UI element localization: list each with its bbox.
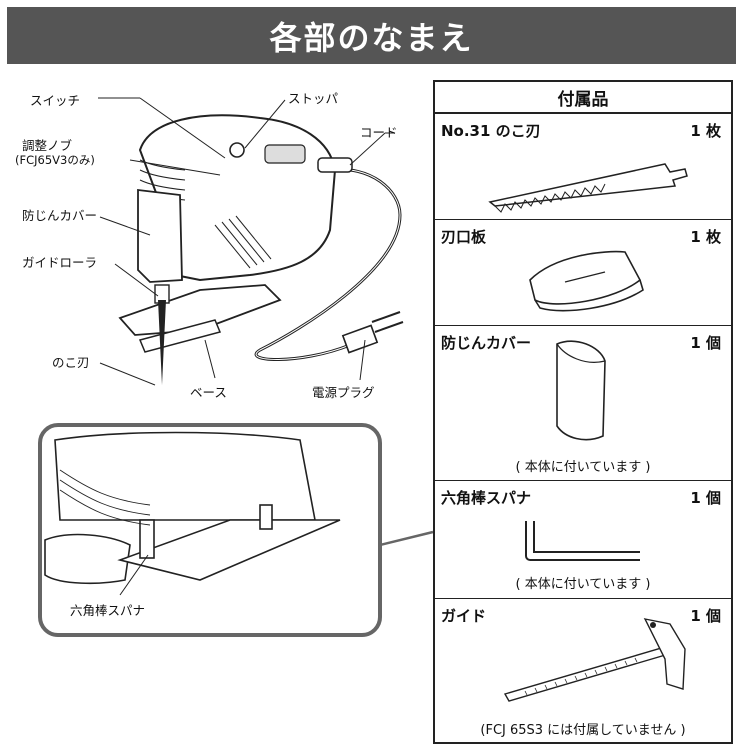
accessory-qty: 1 個	[690, 607, 721, 625]
accessory-row-blade: No.31 のこ刃 1 枚	[435, 114, 731, 220]
accessory-qty: 1 枚	[690, 228, 721, 246]
label-switch: スイッチ	[30, 93, 81, 108]
accessories-panel: 付属品 No.31 のこ刃 1 枚 刃口板 1 枚 防じんカバー 1 個 ( 本…	[433, 80, 733, 744]
page-title: 各部のなまえ	[7, 7, 736, 64]
label-base: ベース	[190, 385, 227, 400]
accessory-note: ( 本体に付いています )	[515, 577, 651, 592]
dust-cover-icon	[556, 340, 606, 441]
accessory-row-guide: ガイド 1 個 (FCJ 65S3 には付属していません )	[435, 599, 731, 744]
accessory-row-hex-wrench: 六角棒スパナ 1 個 ( 本体に付いています )	[435, 481, 731, 599]
accessory-qty: 1 枚	[690, 122, 721, 140]
accessory-name: ガイド	[441, 607, 487, 625]
label-dust-cover: 防じんカバー	[22, 208, 98, 223]
label-adjust-knob: 調整ノブ	[22, 138, 73, 153]
throat-plate-icon	[529, 250, 644, 312]
label-adjust-knob-note: (FCJ65V3のみ)	[15, 153, 95, 167]
accessory-note: (FCJ 65S3 には付属していません )	[480, 723, 686, 738]
label-hex-wrench: 六角棒スパナ	[70, 603, 146, 618]
label-guide-roller: ガイドローラ	[22, 255, 98, 270]
accessory-qty: 1 個	[690, 489, 721, 507]
accessory-name: 六角棒スパナ	[441, 489, 532, 507]
accessories-title: 付属品	[435, 82, 731, 114]
accessory-row-dust-cover: 防じんカバー 1 個 ( 本体に付いています )	[435, 326, 731, 481]
plug-icon	[341, 311, 404, 354]
accessory-qty: 1 個	[690, 334, 721, 352]
accessory-note: ( 本体に付いています )	[515, 460, 651, 475]
label-saw-blade: のこ刃	[52, 355, 90, 370]
label-cord: コード	[360, 125, 398, 140]
hex-wrench-icon	[525, 521, 640, 561]
saw-blade-icon	[488, 163, 688, 213]
guide-icon	[503, 618, 686, 702]
accessory-name: 刃口板	[441, 228, 487, 246]
accessory-name: 防じんカバー	[441, 334, 532, 352]
label-plug: 電源プラグ	[312, 385, 375, 400]
label-stopper: ストッパ	[288, 91, 339, 106]
accessory-name: No.31 のこ刃	[441, 122, 541, 140]
accessory-row-throat-plate: 刃口板 1 枚	[435, 220, 731, 326]
